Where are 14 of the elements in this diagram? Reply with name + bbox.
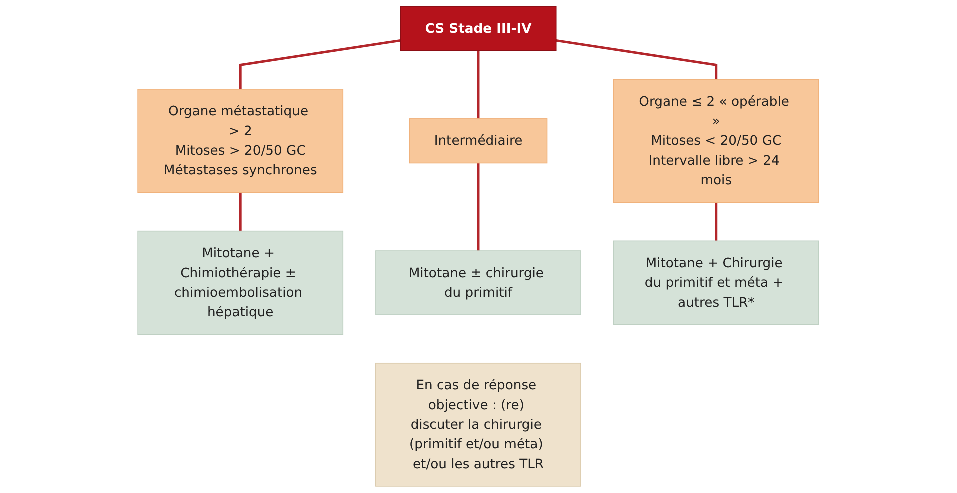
- node-box: Organe ≤ 2 « opérable » Mitoses < 20/50 GC Intervalle libre > 24 mois: [613, 79, 820, 204]
- node-box: Intermédiaire: [409, 118, 548, 164]
- connector: [556, 39, 718, 80]
- connector: [239, 192, 242, 232]
- node-box: En cas de réponse objective : (re) discuter la chirurgie (primitif et/ou méta) et/ou les autres TLR: [376, 362, 582, 487]
- connector: [715, 202, 718, 242]
- connector: [239, 39, 401, 90]
- node-box: Mitotane + Chirurgie du primitif et méta + autres TLR*: [613, 240, 820, 326]
- connector: [477, 50, 480, 119]
- node-box: CS Stade III-IV: [400, 6, 557, 52]
- node-box: Organe métastatique > 2 Mitoses > 20/50 GC Métastases synchrones: [138, 89, 344, 194]
- connector: [477, 163, 480, 251]
- node-box: Mitotane + Chimiothérapie ± chimioembolisation hépatique: [138, 230, 344, 336]
- node-box: Mitotane ± chirurgie du primitif: [376, 250, 582, 316]
